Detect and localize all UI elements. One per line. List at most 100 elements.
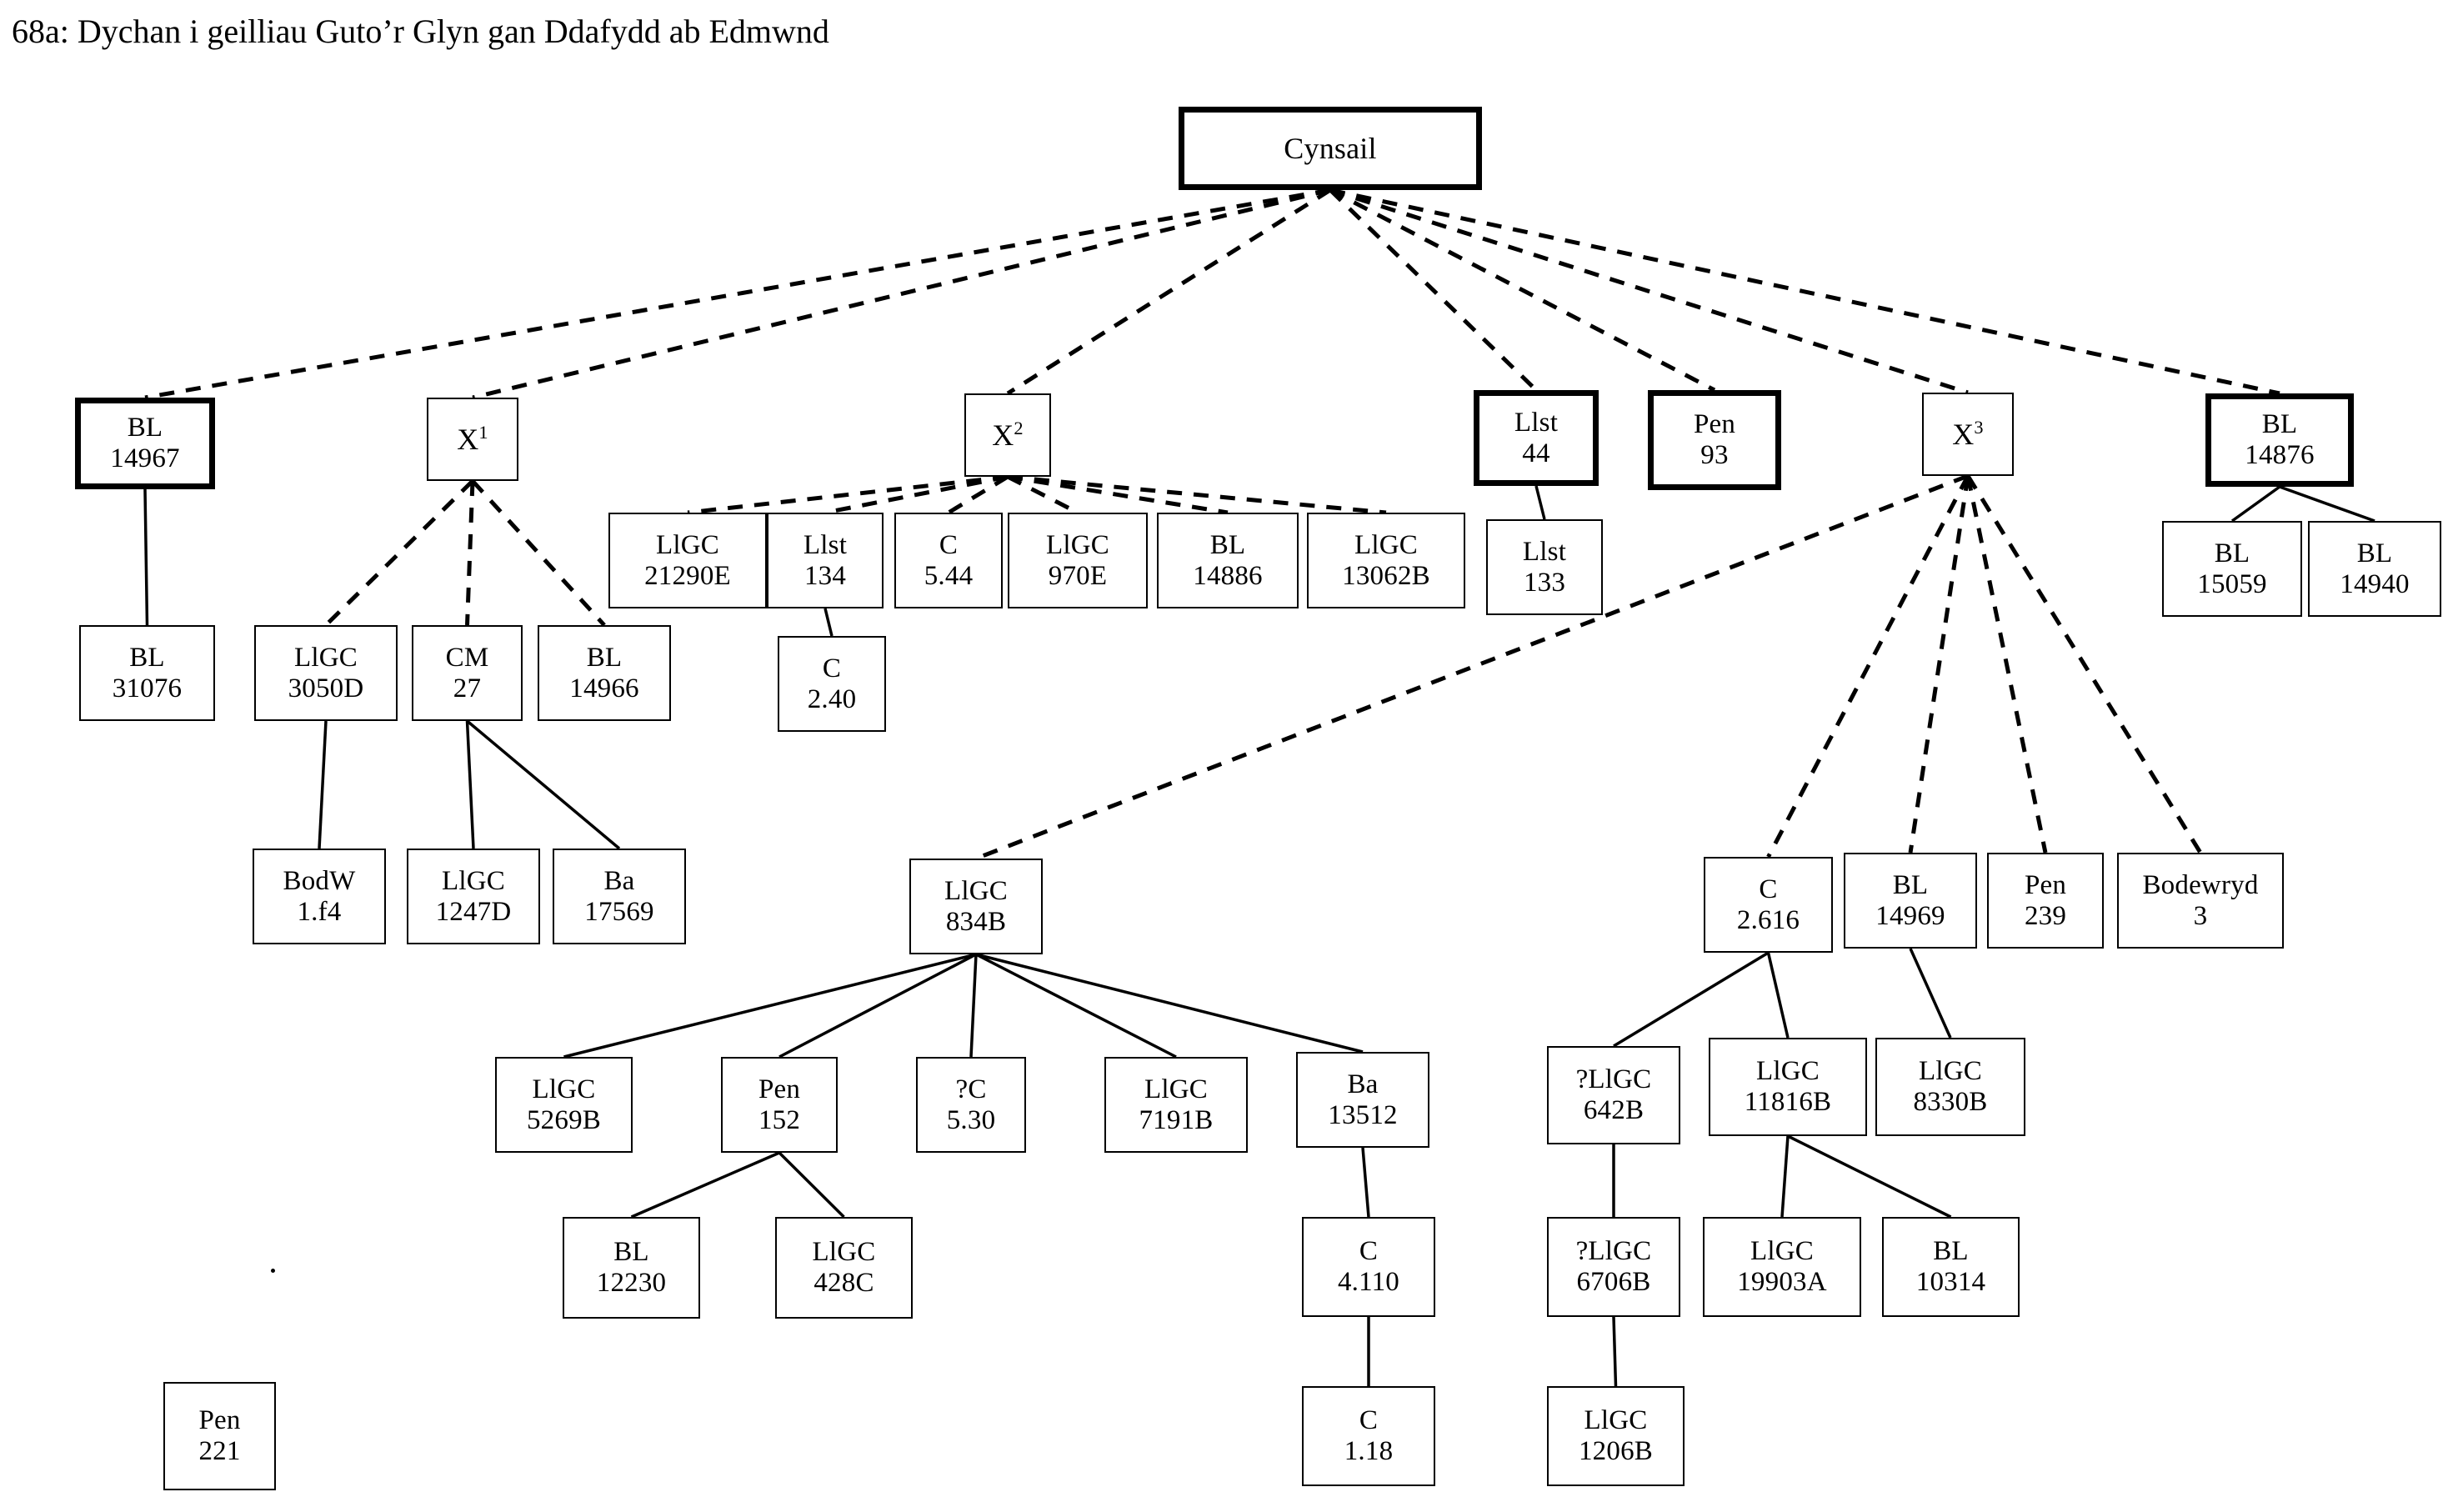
- node-label-primary: C: [1359, 1236, 1379, 1267]
- stemma-edge-cynsail-to-x3: [1329, 188, 1969, 395]
- node-label-primary: LlGC: [1756, 1056, 1820, 1087]
- node-label-primary: Pen: [198, 1405, 241, 1436]
- stemma-edge-c2616-to-llgc11816b: [1766, 952, 1790, 1039]
- stemma-node-cynsail[interactable]: Cynsail: [1179, 107, 1482, 190]
- node-label-secondary: 8330B: [1913, 1087, 1988, 1117]
- stemma-edge-x3-to-c2616: [1766, 474, 1970, 859]
- stemma-edge-x3-to-pen239: [1965, 475, 2048, 854]
- node-label-secondary: 13512: [1328, 1099, 1398, 1130]
- stemma-edge-cynsail-to-x1: [472, 188, 1331, 400]
- node-label-secondary: 1.18: [1344, 1436, 1394, 1466]
- node-label-primary: LlGC: [812, 1237, 876, 1268]
- stemma-edge-pen152-to-llgc428c: [778, 1151, 845, 1219]
- node-label-primary: BL: [1933, 1236, 1969, 1267]
- stemma-edge-pen152-to-bl12230: [630, 1151, 780, 1219]
- node-label-secondary: 239: [2024, 900, 2067, 931]
- node-label-primary: BL: [2261, 409, 2298, 440]
- node-label-secondary: 93: [1700, 440, 1729, 470]
- node-label-primary: LlGC: [442, 865, 505, 896]
- node-label-secondary: 14940: [2340, 568, 2410, 599]
- node-label-primary: LlGC: [1046, 529, 1109, 560]
- node-label-primary: Ba: [1347, 1069, 1379, 1099]
- node-label-superscript: 2: [1014, 417, 1024, 438]
- stemma-node-x1[interactable]: X1: [427, 398, 518, 481]
- node-label-primary: BL: [129, 642, 165, 673]
- node-label-primary: ?LlGC: [1575, 1064, 1652, 1095]
- node-label-primary: LlGC: [1144, 1074, 1208, 1104]
- node-label-primary: BL: [613, 1237, 649, 1268]
- stemma-node-x2[interactable]: X2: [964, 393, 1051, 477]
- node-label-secondary: 14966: [569, 673, 639, 703]
- node-label-primary: Pen: [758, 1074, 801, 1104]
- node-label-secondary: 11816B: [1744, 1087, 1832, 1117]
- stemma-edge-cm27-to-llgc1247d: [465, 720, 475, 849]
- node-label-secondary: 14886: [1193, 560, 1263, 591]
- node-label-secondary: 6706B: [1576, 1267, 1651, 1297]
- node-label-secondary: 1247D: [435, 896, 512, 927]
- node-label-primary: ?C: [955, 1074, 987, 1104]
- node-label-secondary: 31076: [112, 673, 183, 703]
- stemma-edge-x2-to-llgc13062b: [1007, 474, 1387, 515]
- stemma-edge-cynsail-to-x2: [1006, 188, 1332, 396]
- stemma-edge-llgc11816b-to-llgc19903a: [1780, 1135, 1790, 1218]
- page-title: 68a: Dychan i geilliau Guto’r Glyn gan D…: [12, 13, 829, 50]
- stemma-edge-llst44-to-llst133: [1534, 485, 1546, 520]
- node-label-secondary: 12230: [596, 1268, 667, 1298]
- node-label-secondary: 14969: [1875, 900, 1945, 931]
- stemma-node-x3[interactable]: X3: [1922, 393, 2014, 476]
- node-label-primary: C: [1359, 1405, 1379, 1436]
- node-label-primary: BodW: [283, 865, 356, 896]
- node-label-secondary: 221: [198, 1436, 241, 1466]
- node-label-secondary: 428C: [813, 1268, 874, 1298]
- node-label-primary: LlGC: [532, 1074, 596, 1104]
- node-label-primary: Ba: [603, 865, 635, 896]
- node-label-secondary: 27: [453, 673, 482, 703]
- node-label-primary: Cynsail: [1284, 131, 1377, 165]
